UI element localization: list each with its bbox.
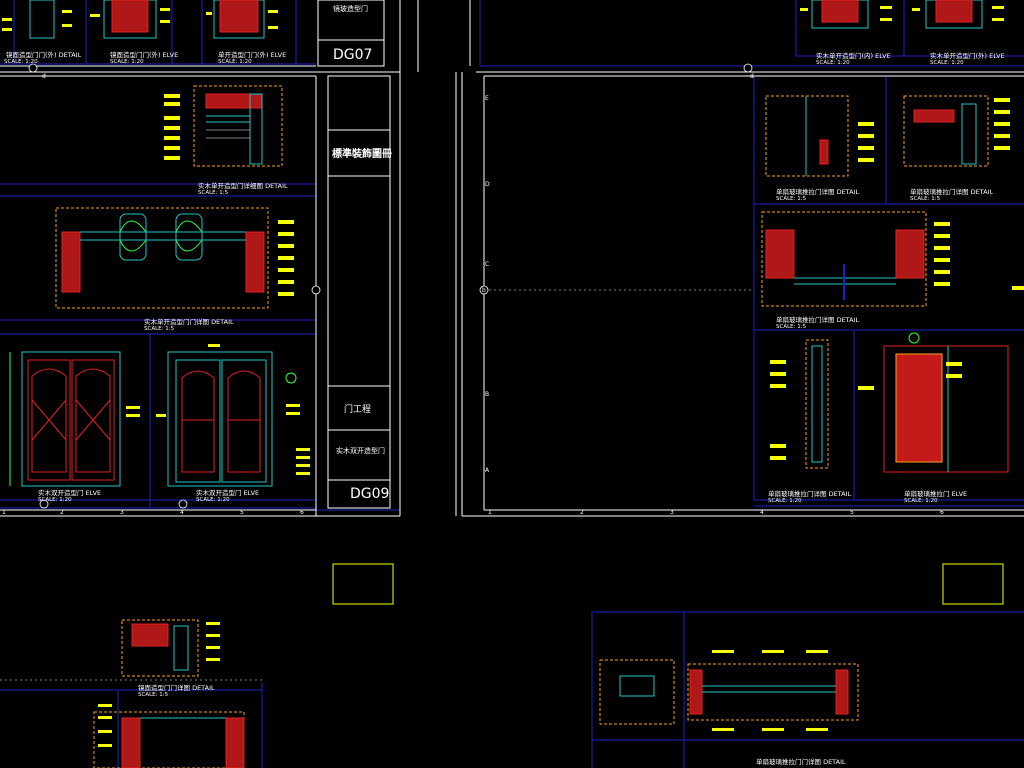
caption-top-right-2: 实木单开造型门(外) ELVE	[930, 51, 1005, 60]
scale-elevation-b: SCALE: 1:20	[196, 497, 230, 503]
axis-number: 1	[488, 509, 492, 516]
axis-letter: C	[485, 261, 489, 268]
title-block-project: 门工程	[344, 403, 371, 415]
title-block-drawing-name: 实木双开造型门	[336, 446, 385, 455]
title-block-main-title: 標準裝飾圖冊	[332, 147, 392, 160]
caption-top-left-2: 镜面造型门门(外) ELVE	[110, 50, 178, 59]
scale-right-elev-a: SCALE: 1:20	[768, 498, 802, 504]
axis-number: 2	[60, 509, 64, 516]
axis-letter: D	[485, 181, 490, 188]
axis-letter: A	[485, 467, 490, 474]
top-right-yellow-tags	[800, 6, 1004, 21]
caption-elevation-b: 实木双开造型门 ELVE	[196, 488, 259, 497]
right-detail-c	[761, 211, 927, 307]
scale-top-right-2: SCALE: 1:20	[930, 60, 964, 66]
top-left-yellow-tags	[2, 8, 278, 31]
caption-detail-b: 实木单开造型门门详图 DETAIL	[144, 317, 234, 326]
caption-right-detail-b: 单扇玻璃推拉门详图 DETAIL	[910, 187, 994, 196]
axis-label-d-left: d	[42, 73, 46, 80]
axis-number: 1	[2, 509, 6, 516]
detail-b-plan	[55, 207, 269, 309]
right-elevation-b	[883, 332, 1009, 473]
caption-top-left-1: 镜面造型门门(外) DETAIL	[6, 50, 82, 59]
sheet-borders	[0, 0, 1024, 517]
bottom-left-detail	[93, 619, 245, 768]
right-detail-a-tags	[858, 122, 874, 162]
axis-label-d-right: d	[750, 73, 754, 80]
bottom-empty-frames	[332, 563, 1004, 605]
right-detail-c-tags	[934, 222, 1024, 290]
caption-right-detail-a: 单扇玻璃推拉门详图 DETAIL	[776, 187, 860, 196]
caption-right-detail-c: 单扇玻璃推拉门详图 DETAIL	[776, 315, 860, 324]
right-elevation-a-tags	[770, 360, 786, 460]
axis-numbers-right: 1 2 3 4 5 6	[488, 509, 944, 516]
axis-number: 3	[670, 509, 674, 516]
bottom-left-tags	[98, 622, 220, 747]
bottom-right-tags	[712, 650, 828, 731]
scale-top-left-3: SCALE: 1:20	[218, 59, 252, 65]
axis-number: 5	[850, 509, 854, 516]
sheet-code-dg07: DG07	[333, 47, 372, 63]
elevation-b-tags	[156, 344, 310, 475]
caption-top-left-3: 单开造型门门(外) ELVE	[218, 50, 286, 59]
caption-elevation-a: 实木双开造型门 ELVE	[38, 488, 101, 497]
title-block-top	[317, 0, 385, 67]
scale-top-right-1: SCALE: 1:20	[816, 60, 850, 66]
axis-number: 6	[940, 509, 944, 516]
right-elevation-b-tags	[858, 362, 962, 390]
caption-bottom-right: 单扇玻璃推拉门门详图 DETAIL	[756, 757, 846, 766]
elevation-a-tags	[126, 406, 140, 417]
right-elevation-a	[805, 339, 829, 469]
axis-number: 4	[760, 509, 764, 516]
scale-top-left-2: SCALE: 1:20	[110, 59, 144, 65]
scale-right-detail-b: SCALE: 1:5	[910, 196, 941, 202]
axis-number: 4	[180, 509, 184, 516]
scale-right-detail-c: SCALE: 1:5	[776, 324, 807, 330]
axis-number: 2	[580, 509, 584, 516]
axis-letter: E	[485, 95, 489, 102]
scale-top-left-1: SCALE: 1:20	[4, 59, 38, 65]
scale-right-elev-b: SCALE: 1:20	[904, 498, 938, 504]
title-block-main	[327, 75, 391, 509]
detail-a-tags	[164, 94, 180, 160]
scale-detail-a: SCALE: 1:5	[198, 190, 229, 196]
scale-detail-b: SCALE: 1:5	[144, 326, 175, 332]
axis-number: 6	[300, 509, 304, 516]
scale-elevation-a: SCALE: 1:20	[38, 497, 72, 503]
axis-numbers-left: 1 2 3 4 5 6	[2, 509, 304, 516]
axis-letters-right: E D C B A	[485, 95, 490, 474]
axis-bubbles	[28, 63, 753, 509]
axis-number: 5	[240, 509, 244, 516]
right-detail-b	[903, 95, 989, 167]
bottom-right-detail	[599, 659, 859, 725]
title-block-top-cell-text: 镜玻造型门	[333, 4, 368, 13]
top-left-elevations	[29, 0, 265, 39]
top-right-elevations	[811, 0, 983, 29]
caption-right-elev-b: 单扇玻璃推拉门 ELVE	[904, 489, 967, 498]
caption-bottom-left: 镜面造型门门详图 DETAIL	[138, 683, 215, 692]
caption-detail-a: 实木单开造型门详细图 DETAIL	[198, 181, 288, 190]
scale-bottom-left: SCALE: 1:5	[138, 692, 169, 698]
sheet-code-dg09: DG09	[350, 486, 389, 502]
right-detail-a	[765, 95, 849, 177]
detail-b-tags	[278, 220, 294, 296]
axis-label-b: b	[482, 287, 486, 294]
axis-number: 3	[120, 509, 124, 516]
caption-top-right-1: 实木单开造型门(内) ELVE	[816, 51, 891, 60]
elevation-b-door	[167, 351, 297, 487]
caption-right-elev-a: 单扇玻璃推拉门详图 DETAIL	[768, 489, 852, 498]
axis-letter: B	[485, 391, 489, 398]
right-detail-b-tags	[994, 98, 1010, 150]
elevation-a-door	[9, 351, 121, 487]
scale-right-detail-a: SCALE: 1:5	[776, 196, 807, 202]
detail-a-section	[193, 85, 283, 167]
axis-ticks	[0, 289, 754, 681]
